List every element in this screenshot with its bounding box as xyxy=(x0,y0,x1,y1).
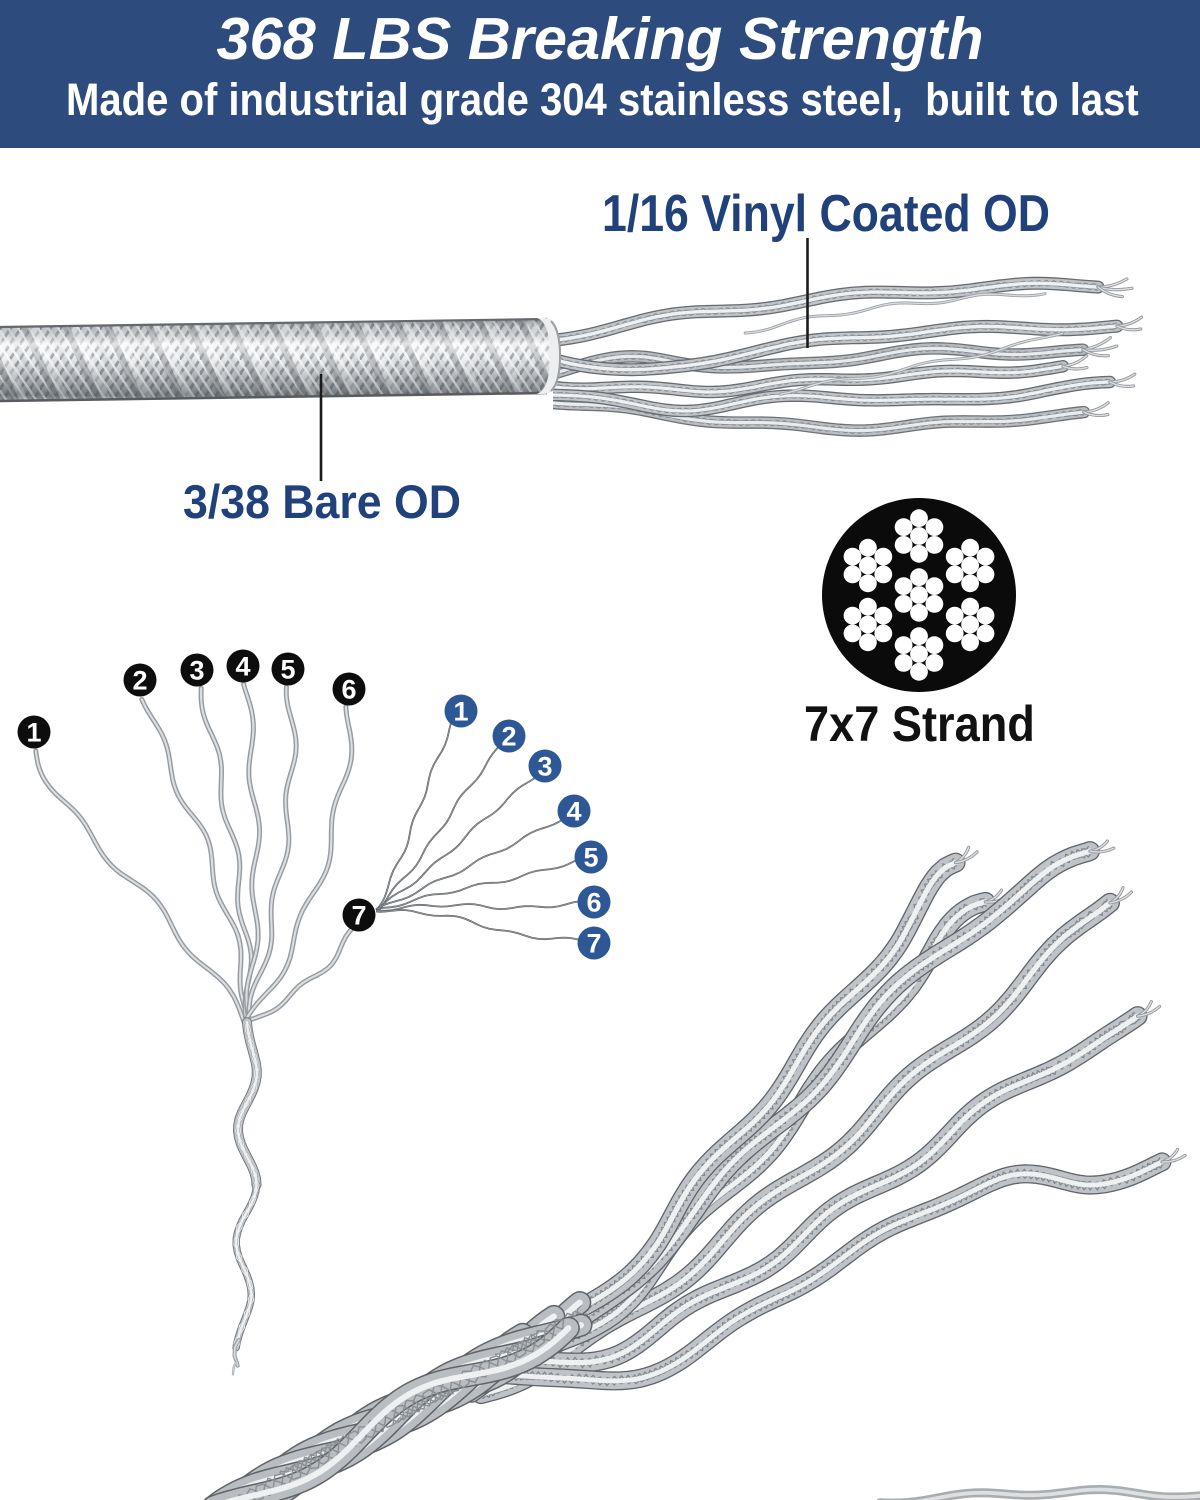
svg-text:6: 6 xyxy=(341,674,356,704)
svg-text:5: 5 xyxy=(583,842,598,872)
svg-text:5: 5 xyxy=(280,654,295,684)
svg-text:3: 3 xyxy=(189,655,204,685)
svg-text:1: 1 xyxy=(453,696,468,726)
svg-text:4: 4 xyxy=(566,796,581,826)
svg-text:7: 7 xyxy=(586,928,601,958)
svg-text:7: 7 xyxy=(351,900,366,930)
svg-text:6: 6 xyxy=(586,887,601,917)
svg-text:1: 1 xyxy=(26,717,41,747)
svg-text:2: 2 xyxy=(501,721,516,751)
svg-text:4: 4 xyxy=(235,651,250,681)
svg-text:2: 2 xyxy=(132,665,147,695)
svg-text:3: 3 xyxy=(537,751,552,781)
